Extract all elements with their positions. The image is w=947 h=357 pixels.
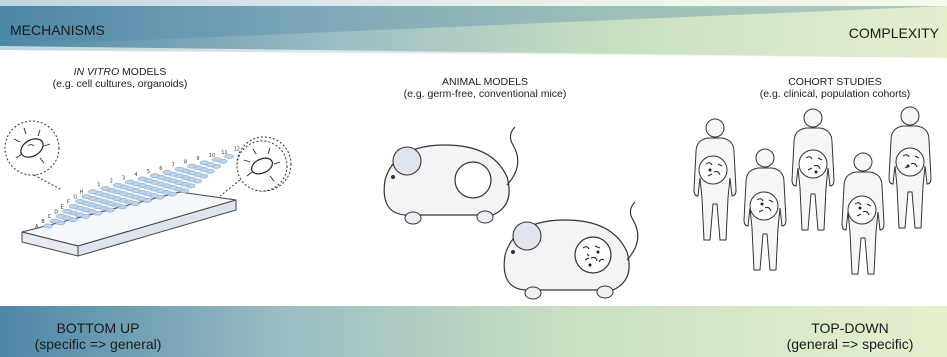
plate-row-letter: B [41, 219, 45, 225]
mouse-tail [507, 127, 518, 185]
well [69, 204, 78, 208]
bacteria-zoom-right-detail [232, 140, 292, 200]
bottom-up-title: BOTTOM UP [8, 320, 188, 336]
well [150, 174, 159, 178]
plate-column-number: 6 [159, 166, 162, 172]
mechanisms-complexity-band [0, 0, 947, 58]
in-vitro-heading: IN VITRO MODELS [30, 66, 210, 78]
well [125, 180, 134, 184]
well [88, 190, 97, 194]
plate-row-letter: H [80, 190, 84, 196]
plate-row-letter: E [61, 204, 64, 210]
well [63, 209, 72, 213]
in-vitro-models-word: MODELS [119, 66, 166, 78]
complexity-label: COMPLEXITY [849, 25, 939, 41]
bacteria-zoom-left-icon [5, 121, 59, 175]
cohort-studies-subtitle: (e.g. clinical, population cohorts) [730, 88, 940, 100]
well [200, 161, 209, 165]
plate-column-number: 8 [184, 159, 187, 165]
germ-free-mouse [384, 127, 518, 224]
in-vitro-subtitle: (e.g. cell cultures, organoids) [30, 78, 210, 90]
mouse-eye-icon [391, 175, 395, 179]
plate-column-number: 10 [209, 153, 215, 159]
plate-column-number: 9 [196, 156, 199, 162]
plate-row-letter: F [67, 200, 70, 206]
mice-illustration [375, 125, 645, 300]
well [101, 186, 110, 190]
animal-models-heading: ANIMAL MODELS [370, 76, 600, 88]
well [113, 183, 122, 187]
cohort-studies-title: COHORT STUDIES (e.g. clinical, populatio… [730, 76, 940, 100]
animal-models-title: ANIMAL MODELS (e.g. germ-free, conventio… [370, 76, 600, 100]
plate-column-number: 1 [97, 182, 100, 188]
plate-column-number: 2 [110, 179, 113, 185]
empty-gut-circle [455, 162, 491, 198]
well [187, 164, 196, 168]
well [175, 167, 184, 171]
plate-column-number: 4 [134, 172, 137, 178]
conventional-mouse [504, 202, 638, 299]
microbiota-gut-circle [575, 237, 611, 273]
bottom-up-label: BOTTOM UP (specific => general) [8, 320, 188, 352]
mouse-ear-icon [393, 147, 421, 175]
plate-row-letter: G [73, 195, 77, 201]
human-cohort-illustration [690, 100, 945, 305]
plate-row-letter: D [54, 209, 58, 215]
plate-row-letter: A [35, 224, 39, 230]
top-down-label: TOP-DOWN (general => specific) [757, 320, 943, 352]
well [163, 170, 172, 174]
top-down-subtitle: (general => specific) [757, 336, 943, 352]
plate-row-letter: C [48, 214, 52, 220]
top-down-title: TOP-DOWN [757, 320, 943, 336]
mechanisms-label: MECHANISMS [10, 22, 105, 38]
plate-column-number: 7 [172, 163, 175, 169]
bottom-up-subtitle: (specific => general) [8, 336, 188, 352]
in-vitro-title: IN VITRO MODELS (e.g. cell cultures, org… [30, 66, 210, 90]
in-vitro-italic: IN VITRO [74, 66, 120, 78]
plate-column-number: 3 [122, 175, 125, 181]
animal-models-subtitle: (e.g. germ-free, conventional mice) [370, 88, 600, 100]
cohort-studies-heading: COHORT STUDIES [730, 76, 940, 88]
plate-column-number: 5 [147, 169, 150, 175]
well [138, 177, 147, 181]
plate-column-number: 11 [221, 150, 227, 156]
